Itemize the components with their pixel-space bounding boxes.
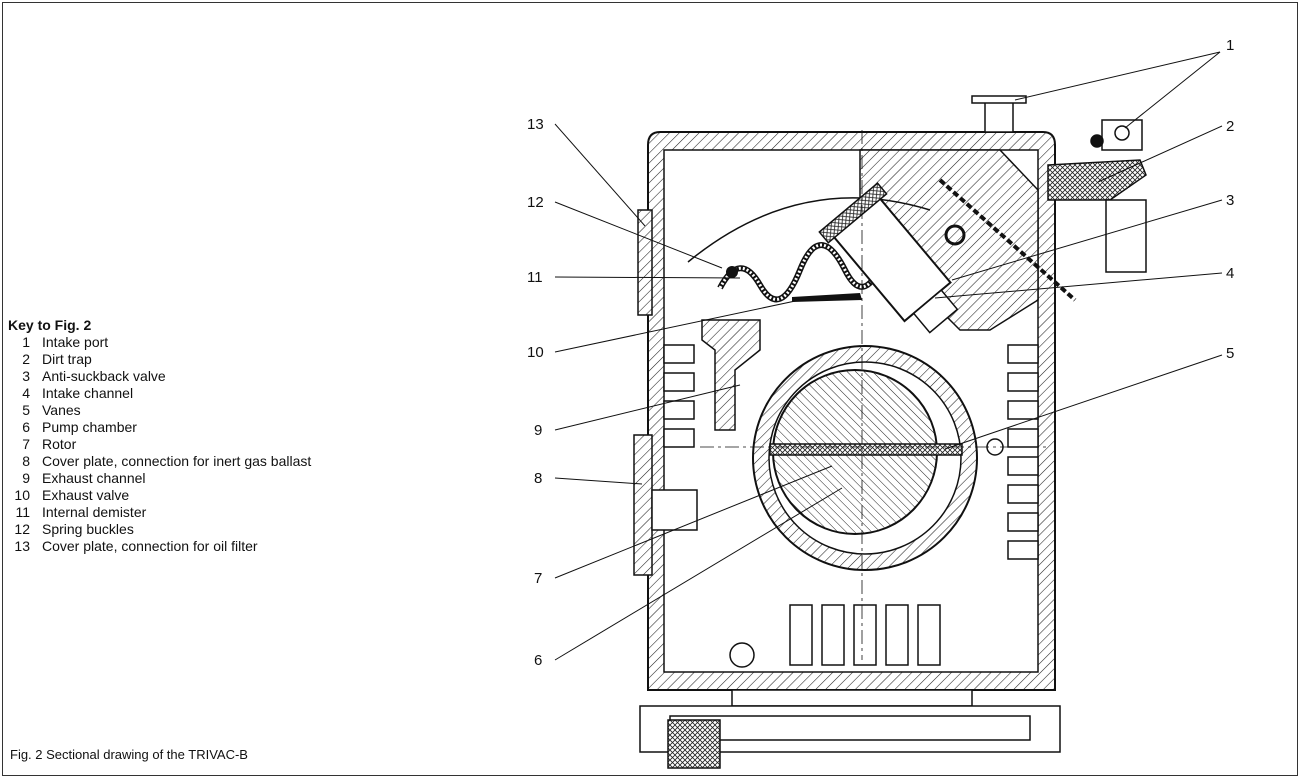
leader-lines	[554, 51, 1223, 661]
callout-7: 7	[534, 570, 542, 587]
key-item: 11 Internal demister	[8, 504, 311, 521]
callout-8: 8	[534, 470, 542, 487]
intake-port	[971, 95, 1143, 151]
dirt-trap	[1047, 159, 1147, 201]
callout-12: 12	[527, 194, 544, 211]
key-item-label: Internal demister	[42, 504, 147, 520]
exhaust-channel	[701, 319, 761, 431]
callout-5: 5	[1226, 345, 1234, 362]
key-item-number: 13	[14, 538, 30, 554]
callout-2: 2	[1226, 118, 1234, 135]
key-item-number: 7	[22, 436, 30, 452]
key-item-number: 2	[22, 351, 30, 367]
callout-13: 13	[527, 116, 544, 133]
key-item-label: Exhaust channel	[42, 470, 146, 486]
key-title: Key to Fig. 2	[8, 317, 92, 333]
key-item: 5 Vanes	[8, 402, 311, 419]
key-item-number: 11	[15, 504, 30, 520]
key-item-label: Intake port	[42, 334, 109, 350]
key-item-number: 1	[22, 334, 30, 350]
callout-9: 9	[534, 422, 542, 439]
callout-6: 6	[534, 652, 542, 669]
key-item-label: Dirt trap	[42, 351, 92, 367]
key-item-number: 4	[22, 385, 30, 401]
cooling-fins-right	[1007, 344, 1039, 560]
key-item-number: 6	[22, 419, 30, 435]
vanes	[769, 443, 963, 456]
spring-buckle	[726, 266, 738, 278]
key-item-number: 9	[22, 470, 30, 486]
key-item-label: Anti-suckback valve	[42, 368, 166, 384]
callout-11: 11	[527, 269, 543, 286]
callout-4: 4	[1226, 265, 1234, 282]
key-item-number: 12	[14, 521, 30, 537]
key-item-number: 10	[14, 487, 30, 503]
key-item: 8 Cover plate, connection for inert gas b…	[8, 453, 311, 470]
key-item-number: 8	[22, 453, 30, 469]
key-item: 4 Intake channel	[8, 385, 311, 402]
key-item-label: Spring buckles	[42, 521, 134, 537]
figure-caption: Fig. 2 Sectional drawing of the TRIVAC-B	[10, 747, 248, 762]
key-item-label: Vanes	[42, 402, 81, 418]
key-item: 10 Exhaust valve	[8, 487, 311, 504]
key-item: 2 Dirt trap	[8, 351, 311, 368]
cover-plate-gas-ballast	[633, 434, 653, 576]
cooling-fins-left	[663, 344, 695, 448]
key-item-label: Rotor	[42, 436, 77, 452]
key-item-label: Cover plate, connection for inert gas ba…	[42, 453, 312, 469]
key-item: 3 Anti-suckback valve	[8, 368, 311, 385]
key-item-label: Pump chamber	[42, 419, 137, 435]
key-item-label: Intake channel	[42, 385, 134, 401]
exhaust-valve	[792, 293, 862, 302]
key-item-number: 5	[22, 402, 30, 418]
key-item-number: 3	[22, 368, 30, 384]
callout-3: 3	[1226, 192, 1234, 209]
key-item: 6 Pump chamber	[8, 419, 311, 436]
callout-10: 10	[527, 344, 544, 361]
pump-base	[639, 689, 1061, 769]
callout-1: 1	[1226, 37, 1234, 54]
cooling-fins-bottom	[789, 604, 941, 666]
key-item: 7 Rotor	[8, 436, 311, 453]
anti-suckback-valve	[818, 182, 959, 334]
key-item: 13 Cover plate, connection for oil filter	[8, 538, 311, 555]
key-item: 1 Intake port	[8, 334, 311, 351]
key-item: 12 Spring buckles	[8, 521, 311, 538]
key-item-label: Exhaust valve	[42, 487, 130, 503]
key-item-label: Cover plate, connection for oil filter	[42, 538, 258, 554]
center-lines	[700, 130, 1050, 660]
key-item: 9 Exhaust channel	[8, 470, 311, 487]
